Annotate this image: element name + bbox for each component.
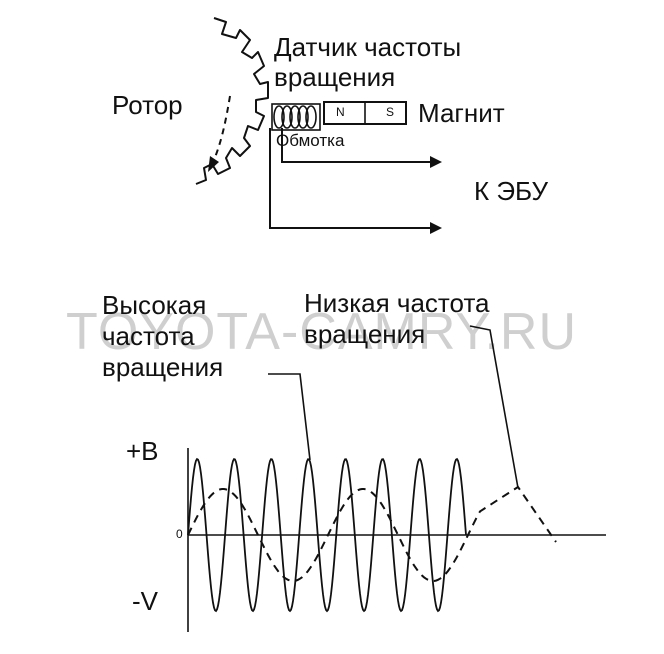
zero-label: 0	[176, 527, 183, 541]
high-frequency-label-line1: Высокая	[102, 290, 207, 320]
sensor-label-line1: Датчик частоты	[274, 32, 462, 62]
low-frequency-label-line2: вращения	[304, 319, 426, 349]
rotor-gear	[195, 17, 269, 185]
high-frequency-leader	[268, 373, 311, 461]
magnet-pole-n: N	[336, 105, 345, 119]
ecu-wire-lower	[269, 128, 436, 229]
low-frequency-leader	[469, 325, 519, 489]
sensor-label-line2: вращения	[274, 62, 396, 92]
rotor-label: Ротор	[112, 90, 183, 120]
rotation-arrow	[213, 95, 231, 161]
magnet-label: Магнит	[418, 98, 505, 128]
low-frequency-waveform	[187, 485, 557, 582]
winding-label: Обмотка	[276, 131, 345, 150]
rotation-arrowhead	[208, 156, 219, 172]
plus-v-label: +B	[126, 436, 159, 466]
low-frequency-label-line1: Низкая частота	[304, 288, 490, 318]
ecu-arrow-upper	[430, 156, 442, 168]
high-frequency-waveform	[187, 457, 467, 613]
high-frequency-label-line2: частота	[102, 321, 195, 351]
ecu-arrow-lower	[430, 222, 442, 234]
sensor-core	[271, 103, 321, 131]
minus-v-label: -V	[132, 586, 158, 616]
ecu-label: К ЭБУ	[474, 176, 549, 206]
ecu-wire-upper	[281, 128, 436, 163]
high-frequency-label-line3: вращения	[102, 352, 224, 382]
coil	[273, 105, 317, 129]
magnet-pole-s: S	[386, 105, 395, 119]
